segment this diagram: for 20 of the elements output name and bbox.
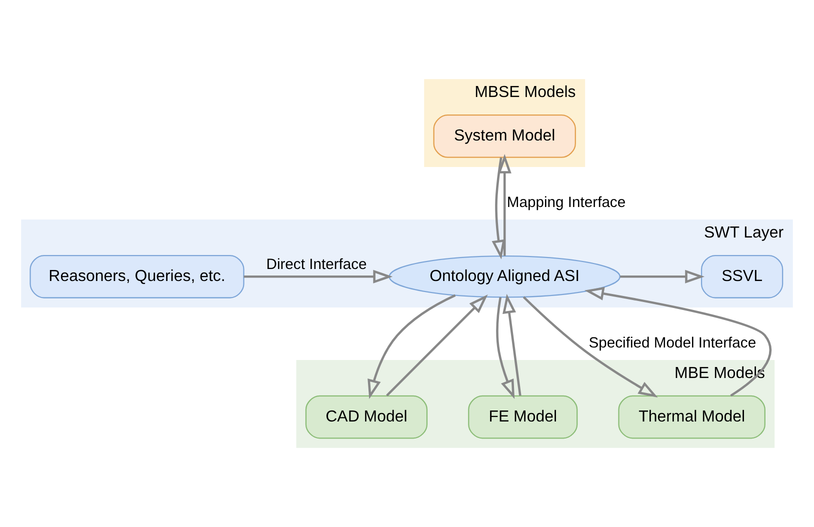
node-box: System Model — [433, 114, 576, 158]
arrow — [244, 270, 393, 284]
node-box: Thermal Model — [618, 395, 766, 439]
arrow — [498, 154, 512, 256]
node-ellipse: Ontology Aligned ASI — [388, 256, 620, 298]
arrow — [386, 294, 488, 396]
arrow — [496, 297, 515, 399]
arrow — [502, 294, 522, 396]
edge-label: Mapping Interface — [506, 194, 626, 211]
node-box: CAD Model — [305, 395, 428, 439]
edge-label: Specified Model Interface — [588, 335, 756, 352]
node-box: SSVL — [700, 254, 784, 298]
arrow — [492, 157, 506, 260]
arrow — [584, 286, 772, 397]
arrow — [620, 270, 705, 284]
node-box: FE Model — [468, 395, 578, 439]
node-box: Reasoners, Queries, etc. — [30, 254, 244, 298]
edge-label: Direct Interface — [266, 257, 367, 274]
arrow — [368, 294, 456, 399]
arrow — [522, 296, 658, 398]
